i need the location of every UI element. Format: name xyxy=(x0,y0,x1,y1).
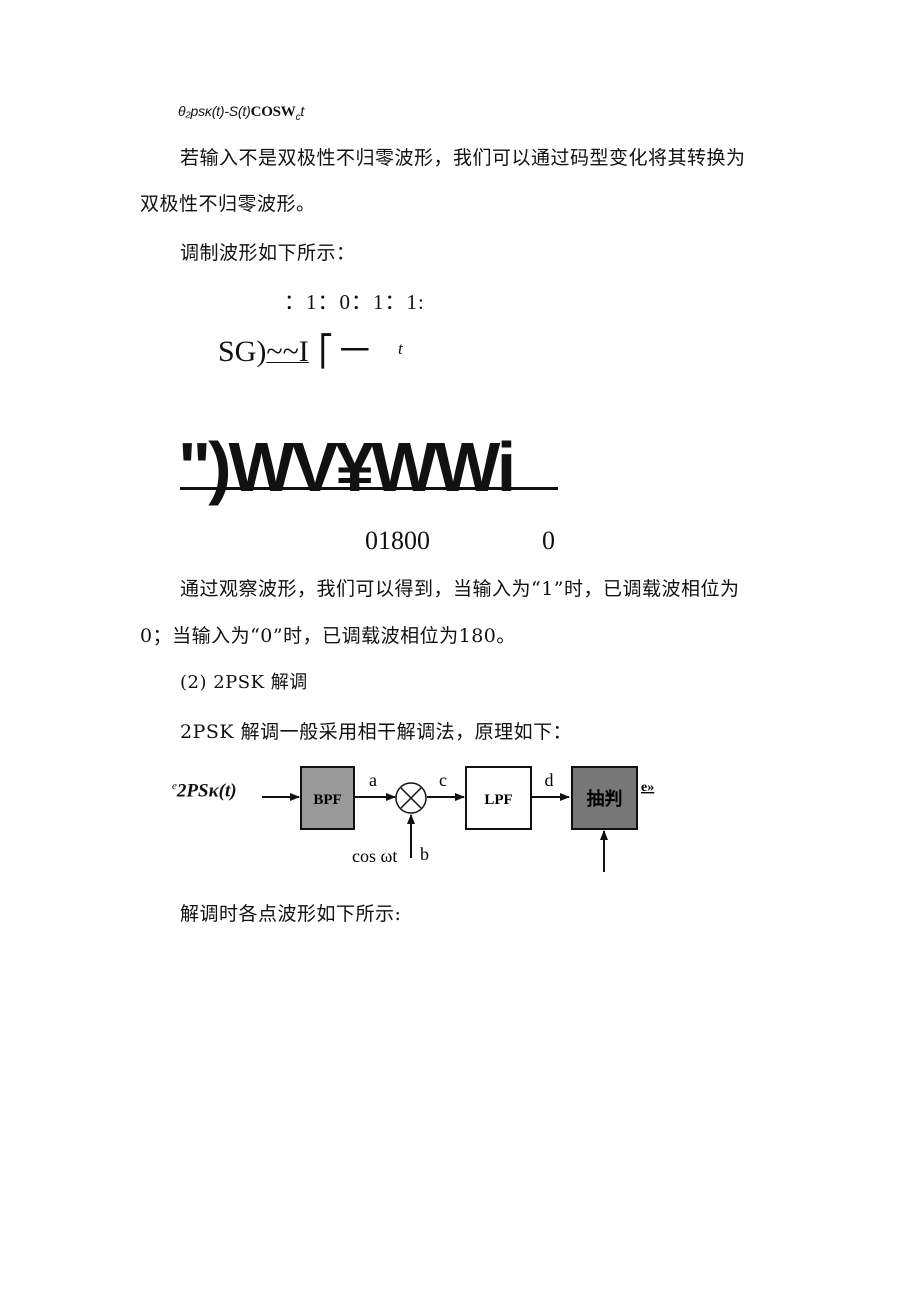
signal-bracket: ⎡ xyxy=(318,335,334,368)
modulation-formula: θ₂psκ(t)-S(t)COSWct xyxy=(178,103,304,123)
decision-block xyxy=(571,766,638,830)
paragraph-3-line-2: 0；当输入为“0”时，已调载波相位为180。 xyxy=(140,625,516,647)
input-superscript: e xyxy=(172,780,177,792)
signal-underline-text: ~~I xyxy=(266,335,309,368)
formula-lhs: θ₂psκ(t)-S(t) xyxy=(178,103,251,119)
bpf-label: BPF xyxy=(313,792,341,808)
paragraph-3-line-1: 通过观察波形，我们可以得到，当输入为“1”时，已调载波相位为 xyxy=(180,578,740,600)
signal-name: SG) xyxy=(218,335,267,368)
bit-sequence-label: ：1：0：1：1: xyxy=(284,290,425,314)
multiplier-icon xyxy=(395,782,427,814)
decision-label: 抽判 xyxy=(587,788,623,809)
paragraph-2: 调制波形如下所示： xyxy=(180,242,356,264)
phase-label-b: 0 xyxy=(542,526,555,555)
paragraph-6: 解调时各点波形如下所示: xyxy=(180,903,402,925)
waveform-axis xyxy=(180,487,558,490)
baseband-signal-label: SG)~~I ⎡一 xyxy=(218,326,370,370)
diagram-input-label: e2PSκ(t) xyxy=(172,780,237,802)
carrier-label: cos ωt xyxy=(352,846,397,866)
formula-cos: COSW xyxy=(250,104,296,120)
phase-label-a: 01800 xyxy=(365,526,430,555)
formula-t: t xyxy=(300,103,305,119)
multiplier-cross-2 xyxy=(400,787,422,809)
output-label: e» xyxy=(641,780,654,795)
paragraph-1-line-1: 若输入不是双极性不归零波形，我们可以通过码型变化将其转换为 xyxy=(180,147,746,169)
section-heading: (2) 2PSK 解调 xyxy=(180,672,308,693)
point-c-label: c xyxy=(439,770,447,790)
signal-time-label: t xyxy=(398,339,403,358)
point-b-label: b xyxy=(420,844,429,864)
paragraph-5: 2PSK 解调一般采用相干解调法，原理如下： xyxy=(180,721,573,743)
point-a-label: a xyxy=(369,770,377,790)
signal-dash: 一 xyxy=(339,335,370,368)
modulated-waveform-text: ")WV¥WWi xyxy=(178,428,516,506)
multiplier-cross-1 xyxy=(400,787,422,809)
point-d-label: d xyxy=(545,770,554,790)
paragraph-1-line-2: 双极性不归零波形。 xyxy=(140,193,316,215)
lpf-block xyxy=(465,766,532,830)
bpf-block xyxy=(300,766,355,830)
input-signal-name: 2PSκ(t) xyxy=(176,780,237,802)
lpf-label: LPF xyxy=(484,792,512,808)
formula-subscript: c xyxy=(295,111,301,123)
